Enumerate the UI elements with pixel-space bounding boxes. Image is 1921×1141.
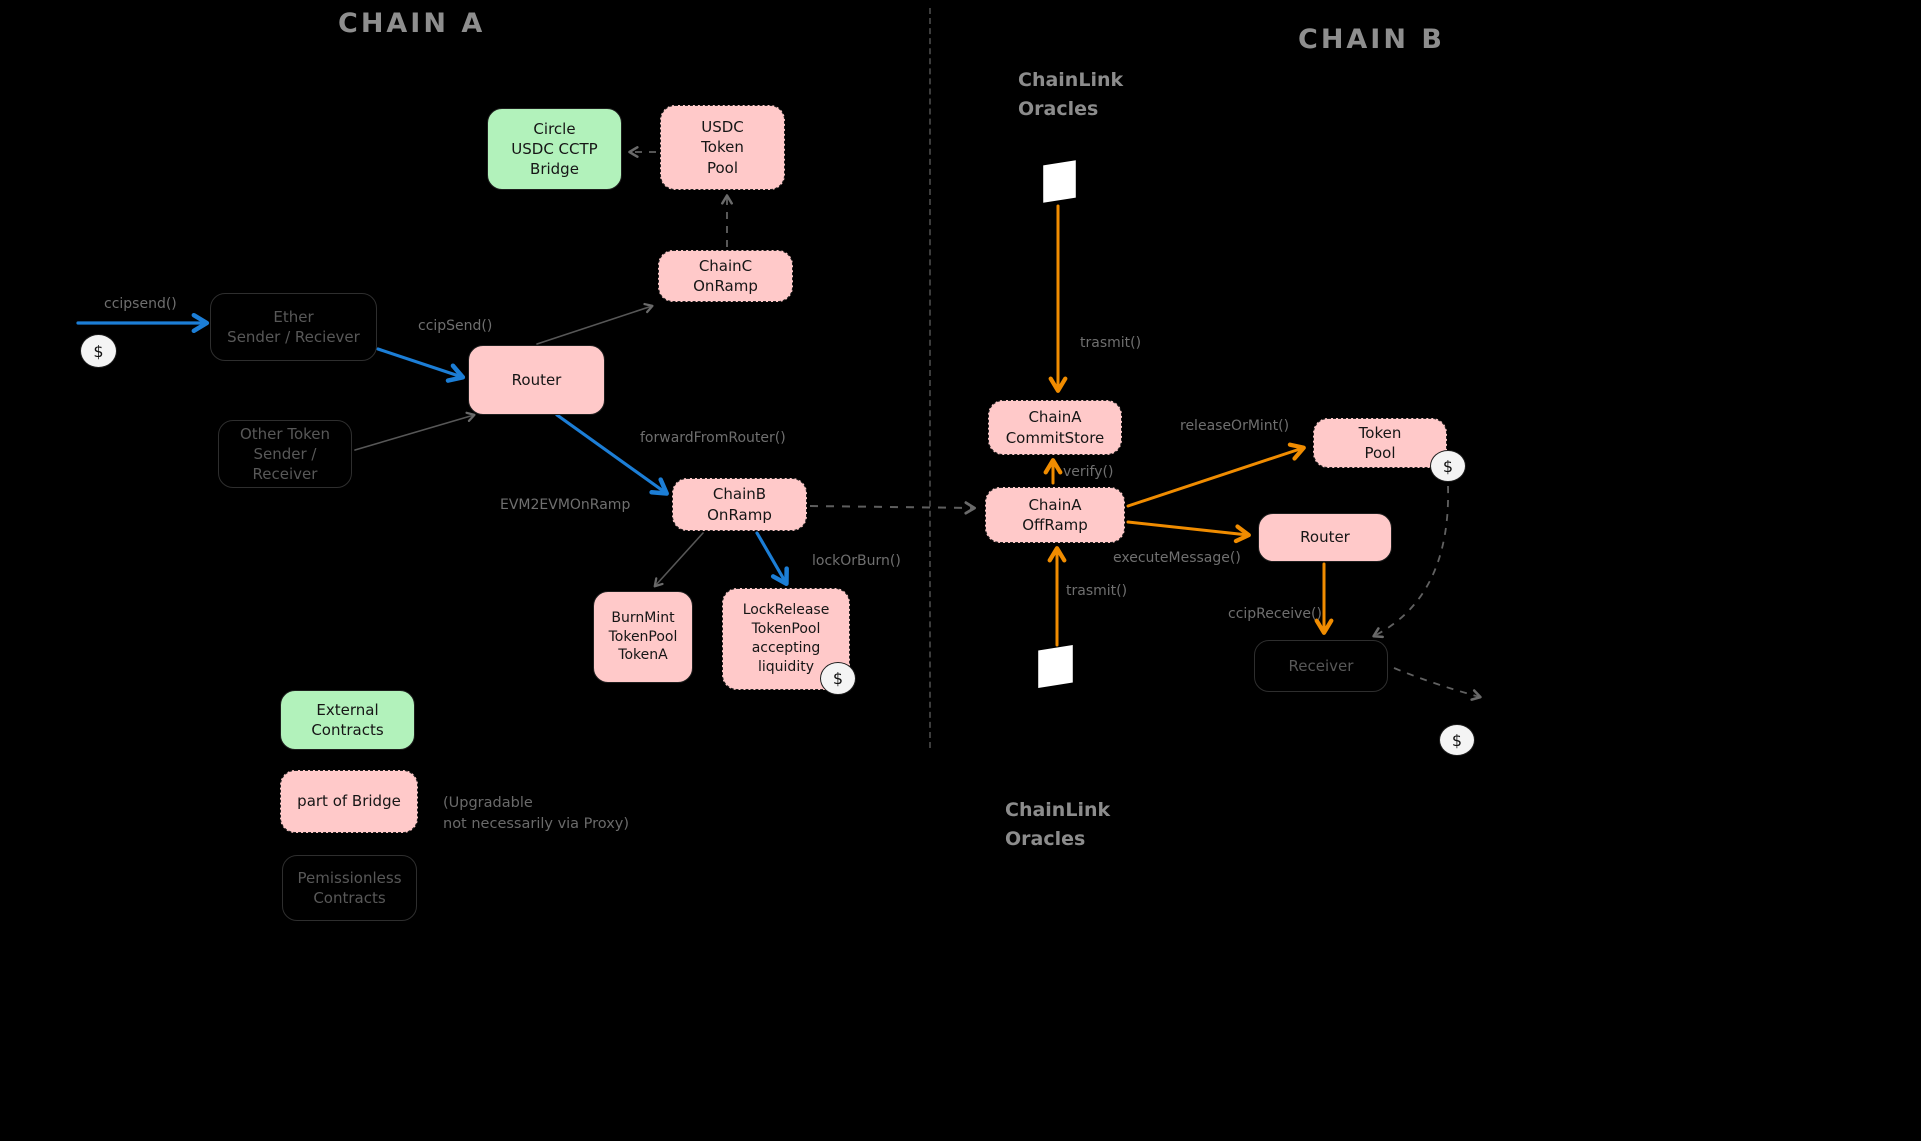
arrow-router-to-chainb-onramp bbox=[555, 413, 669, 496]
coin-receiver-out: $ bbox=[1439, 724, 1475, 756]
node-router-chain-b: Router bbox=[1258, 513, 1392, 562]
node-router-chain-a: Router bbox=[468, 345, 605, 415]
label-forward-from-router: forwardFromRouter() bbox=[640, 430, 786, 446]
legend-part-of-bridge: part of Bridge bbox=[280, 770, 418, 833]
chainlink-oracles-bottom-label: ChainLink Oracles bbox=[1005, 799, 1111, 850]
node-other-token-sender-receiver: Other Token Sender / Receiver bbox=[218, 420, 352, 488]
arrow-tokenpool-to-receiver bbox=[1372, 485, 1449, 639]
legend-external-contracts: External Contracts bbox=[280, 690, 415, 750]
node-chainc-onramp: ChainC OnRamp bbox=[658, 250, 793, 302]
label-evm2evm-onramp: EVM2EVMOnRamp bbox=[500, 497, 631, 513]
coin-lockrelease-pool: $ bbox=[820, 662, 856, 695]
node-receiver: Receiver bbox=[1254, 640, 1388, 692]
label-ccipsend-left: ccipsend() bbox=[104, 296, 177, 312]
chainlink-oracles-top-label: ChainLink Oracles bbox=[1018, 69, 1124, 120]
node-chaina-commitstore: ChainA CommitStore bbox=[988, 400, 1122, 455]
chain-divider bbox=[929, 8, 931, 748]
arrow-othertoken-to-router bbox=[354, 411, 476, 451]
chain-a-title: CHAIN A bbox=[338, 8, 486, 39]
label-ccip-receive: ccipReceive() bbox=[1228, 606, 1322, 622]
chain-b-title: CHAIN B bbox=[1298, 24, 1445, 55]
arrow-release-or-mint bbox=[1126, 442, 1306, 508]
oracle-report-shape-top bbox=[1043, 160, 1076, 203]
label-execute-message: executeMessage() bbox=[1113, 550, 1241, 566]
legend-permissionless-contracts: Pemissionless Contracts bbox=[282, 855, 417, 921]
label-verify: verify() bbox=[1063, 464, 1114, 480]
label-release-or-mint: releaseOrMint() bbox=[1180, 418, 1290, 434]
node-chaina-offramp: ChainA OffRamp bbox=[985, 487, 1125, 543]
arrow-receiver-out bbox=[1393, 667, 1482, 701]
arrow-onramp-to-burnmint bbox=[653, 532, 704, 588]
coin-sender-funds: $ bbox=[80, 334, 117, 368]
node-chainb-onramp: ChainB OnRamp bbox=[672, 478, 807, 531]
node-burnmint-tokenpool: BurnMint TokenPool TokenA bbox=[585, 591, 693, 689]
arrow-crosschain-onramp-to-offramp bbox=[809, 501, 976, 515]
node-usdc-token-pool: USDC Token Pool bbox=[660, 105, 785, 190]
arrow-router-to-chainc-onramp bbox=[536, 302, 654, 345]
label-transmit-top: trasmit() bbox=[1080, 335, 1142, 351]
arrow-onramp-to-lockrelease bbox=[755, 531, 789, 587]
label-ccipsend-router: ccipSend() bbox=[418, 318, 493, 334]
coin-token-pool-b: $ bbox=[1430, 450, 1466, 482]
node-ether-sender-receiver: Ether Sender / Reciever bbox=[210, 293, 377, 361]
label-lock-or-burn: lockOrBurn() bbox=[812, 553, 901, 569]
node-token-pool-chain-b: Token Pool bbox=[1313, 418, 1447, 468]
oracle-report-shape-bottom bbox=[1038, 645, 1073, 688]
node-circle-usdc-cctp-bridge: Circle USDC CCTP Bridge bbox=[487, 108, 622, 190]
arrow-execute-message bbox=[1126, 520, 1251, 544]
arrow-sender-to-router bbox=[376, 347, 466, 383]
legend-bridge-note: (Upgradable not necessarily via Proxy) bbox=[443, 795, 630, 833]
label-transmit-bottom: trasmit() bbox=[1066, 583, 1128, 599]
